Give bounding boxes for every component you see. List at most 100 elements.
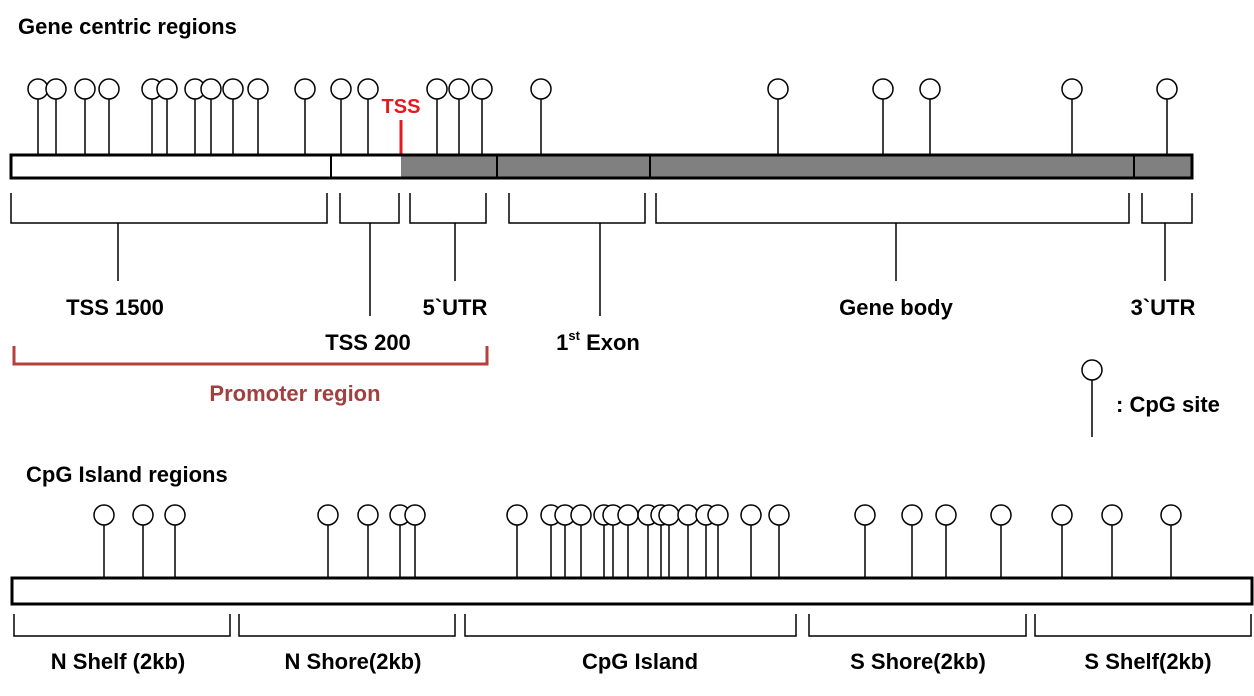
cpg-site-legend-icon — [1081, 359, 1103, 381]
cpg-site — [357, 504, 379, 578]
label-s-shore: S Shore(2kb) — [850, 649, 986, 674]
cpg-site — [658, 504, 680, 578]
cpg-site — [98, 78, 120, 155]
gene-bar-transcribed — [401, 155, 1192, 178]
gene-bar-upstream — [11, 155, 401, 178]
cpg-site — [471, 78, 493, 155]
label-3utr: 3`UTR — [1131, 295, 1196, 320]
cpg-site — [530, 78, 552, 155]
cpg-site-circle — [330, 78, 352, 100]
cpg-site — [602, 504, 624, 578]
cpg-site — [74, 78, 96, 155]
cpg-site — [132, 504, 154, 578]
island-bar — [10, 576, 1254, 606]
bracket-n-shore — [238, 614, 456, 637]
cpg-site-circle — [767, 78, 789, 100]
cpg-site-circle — [200, 78, 222, 100]
cpg-site — [330, 78, 352, 155]
gene-bar — [9, 153, 1194, 180]
cpg-site-circle — [74, 78, 96, 100]
cpg-site-circle — [98, 78, 120, 100]
cpg-site-circle — [357, 504, 379, 526]
cpg-site — [1061, 78, 1083, 155]
label-n-shore: N Shore(2kb) — [285, 649, 422, 674]
cpg-site — [141, 78, 163, 155]
cpg-site-circle — [530, 78, 552, 100]
island-section-title: CpG Island regions — [26, 462, 228, 487]
cpg-site-circle — [222, 78, 244, 100]
cpg-site — [222, 78, 244, 155]
bracket-3utr — [1141, 193, 1193, 281]
gene-cpg-sites — [27, 78, 1178, 155]
cpg-site — [27, 78, 49, 155]
bracket-5utr — [409, 193, 487, 281]
island-region-brackets — [13, 614, 1252, 637]
cpg-site — [156, 78, 178, 155]
cpg-site — [617, 504, 639, 578]
cpg-site-circle — [1051, 504, 1073, 526]
cpg-site — [357, 78, 379, 155]
promoter-label: Promoter region — [209, 381, 380, 406]
bracket-exon1 — [508, 193, 646, 316]
cpg-site-circle — [677, 504, 699, 526]
label-exon1: 1st Exon — [556, 328, 640, 355]
cpg-site — [767, 78, 789, 155]
cpg-site-circle — [1160, 504, 1182, 526]
cpg-site-circle — [93, 504, 115, 526]
cpg-site-circle — [935, 504, 957, 526]
cpg-site-circle — [471, 78, 493, 100]
bracket-tss200 — [339, 193, 400, 316]
cpg-site — [919, 78, 941, 155]
cpg-site — [1156, 78, 1178, 155]
cpg-site — [184, 78, 206, 155]
cpg-site-circle — [404, 504, 426, 526]
cpg-site — [901, 504, 923, 578]
cpg-site — [1160, 504, 1182, 578]
cpg-site-circle — [740, 504, 762, 526]
label-5utr: 5`UTR — [423, 295, 488, 320]
cpg-site-circle — [164, 504, 186, 526]
cpg-site — [872, 78, 894, 155]
label-exon1-num: 1 — [556, 330, 568, 355]
cpg-site — [247, 78, 269, 155]
cpg-site-circle — [1061, 78, 1083, 100]
bracket-s-shore — [808, 614, 1027, 637]
cpg-site-circle — [247, 78, 269, 100]
cpg-site-circle — [854, 504, 876, 526]
label-cpg-island: CpG Island — [582, 649, 698, 674]
cpg-site-circle — [617, 504, 639, 526]
cpg-site-circle — [27, 78, 49, 100]
cpg-site-circle — [132, 504, 154, 526]
label-tss1500: TSS 1500 — [66, 295, 164, 320]
cpg-site — [935, 504, 957, 578]
cpg-site-circle — [426, 78, 448, 100]
cpg-site-circle — [707, 504, 729, 526]
cpg-site — [448, 78, 470, 155]
bracket-gene-body — [655, 193, 1130, 281]
gene-region-brackets — [10, 193, 1193, 316]
cpg-site — [164, 504, 186, 578]
legend: : CpG site — [1081, 359, 1220, 437]
bracket-n-shelf — [13, 614, 231, 637]
cpg-site-circle — [448, 78, 470, 100]
cpg-site — [294, 78, 316, 155]
cpg-site-circle — [919, 78, 941, 100]
cpg-site — [45, 78, 67, 155]
legend-label: : CpG site — [1116, 392, 1220, 417]
cpg-site — [93, 504, 115, 578]
cpg-site-circle — [872, 78, 894, 100]
cpg-site — [1101, 504, 1123, 578]
cpg-site — [317, 504, 339, 578]
cpg-site-circle — [570, 504, 592, 526]
label-n-shelf: N Shelf (2kb) — [51, 649, 185, 674]
bracket-tss1500 — [10, 193, 328, 281]
cpg-site-circle — [990, 504, 1012, 526]
cpg-site — [200, 78, 222, 155]
gene-bar-outline — [9, 153, 1194, 180]
cpg-site-circle — [294, 78, 316, 100]
bracket-cpg-island — [464, 614, 797, 637]
gene-section-title: Gene centric regions — [18, 14, 237, 39]
cpg-site — [506, 504, 528, 578]
cpg-site — [854, 504, 876, 578]
